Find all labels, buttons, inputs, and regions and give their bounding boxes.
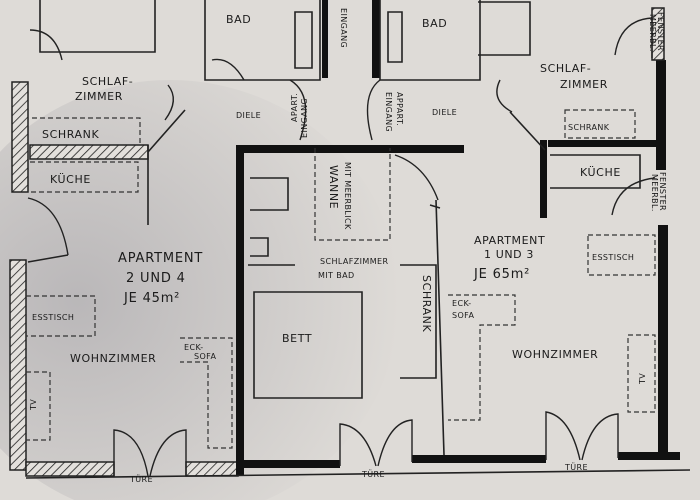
label-diele-right: DIELE: [432, 108, 457, 117]
label-wohnzimmer-left: WOHNZIMMER: [70, 352, 156, 365]
label-bad-left: BAD: [226, 13, 251, 26]
label-schlafzimmer-left-1: SCHLAF-: [82, 75, 133, 88]
label-fenster-mid-2: MEERBL.: [650, 174, 659, 212]
label-schrank-center: SCHRANK: [420, 275, 433, 332]
room-outlines: [25, 0, 691, 479]
label-schlafzimmer-bad-1: SCHLAFZIMMER: [320, 257, 388, 266]
walls: [9, 0, 680, 477]
room-labels: BAD BAD EINGANG SCHLAF- ZIMMER SCHLAF- Z…: [29, 8, 667, 484]
label-apt-left-2: 2 UND 4: [126, 271, 186, 286]
label-schlafzimmer-bad-2: MIT BAD: [318, 271, 355, 280]
label-app-eingang-right-2: EINGANG: [384, 92, 393, 132]
label-wanne-1: WANNE: [327, 165, 340, 209]
label-tv-left: TV: [29, 399, 38, 411]
label-kueche-right: KÜCHE: [580, 166, 621, 179]
label-ecksofa-left-2: SOFA: [194, 352, 216, 361]
label-eingang-top: EINGANG: [339, 8, 348, 48]
label-schlafzimmer-right-2: ZIMMER: [560, 78, 608, 91]
label-tuere-right: TÜRE: [564, 462, 588, 472]
label-apt-right-3: JE 65m²: [473, 267, 530, 282]
label-esstisch-right: ESSTISCH: [592, 253, 634, 262]
label-app-eingang-right-1: APPART.: [395, 92, 404, 126]
label-app-eingang-left-1: APART.: [290, 93, 299, 122]
label-bad-right: BAD: [422, 17, 447, 30]
label-schlafzimmer-right-1: SCHLAF-: [540, 62, 591, 75]
label-fenster-mid-1: FENSTER: [658, 172, 667, 211]
label-ecksofa-left-1: ECK-: [184, 343, 204, 352]
label-tuere-left: TÜRE: [129, 474, 153, 484]
label-bett: BETT: [282, 332, 312, 345]
label-apt-right-2: 1 UND 3: [484, 248, 534, 261]
label-schlafzimmer-left-2: ZIMMER: [75, 90, 123, 103]
label-apt-left-3: JE 45m²: [123, 291, 180, 306]
label-apt-left-1: APARTMENT: [118, 251, 203, 266]
label-kueche-left: KÜCHE: [50, 173, 91, 186]
label-apt-right-1: APARTMENT: [474, 234, 545, 247]
label-fenster-top-1: FENSTER: [656, 12, 665, 51]
label-fenster-top-2: MEERBL.: [648, 14, 657, 52]
label-diele-left: DIELE: [236, 111, 261, 120]
label-wohnzimmer-right: WOHNZIMMER: [512, 348, 598, 361]
label-schrank-right: SCHRANK: [568, 123, 610, 132]
label-tuere-center: TÜRE: [361, 469, 385, 479]
label-esstisch-left: ESSTISCH: [32, 313, 74, 322]
label-wanne-2: MIT MEERBLICK: [343, 162, 352, 230]
label-ecksofa-right-2: SOFA: [452, 311, 474, 320]
shadow-area: [0, 80, 400, 500]
label-tv-right: TV: [638, 373, 647, 385]
label-schrank-left: SCHRANK: [42, 128, 99, 141]
label-ecksofa-right-1: ECK-: [452, 299, 472, 308]
label-app-eingang-left-2: EINGANG: [300, 98, 309, 138]
